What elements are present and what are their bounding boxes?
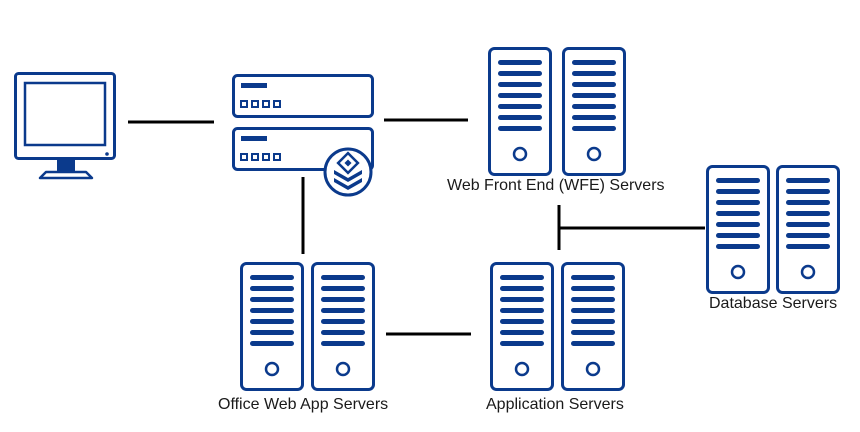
wfe-servers-label: Web Front End (WFE) Servers [447,177,665,194]
server-tower-icon [490,262,554,391]
server-tower-icon [240,262,304,391]
server-tower-icon [562,47,626,176]
database-servers-label: Database Servers [709,295,838,312]
office-web-app-servers [240,262,375,391]
server-tower-icon [561,262,625,391]
application-servers [490,262,625,391]
database-servers [706,165,840,294]
wfe-servers [488,47,626,176]
server-tower-icon [776,165,840,294]
office-web-app-servers-label: Office Web App Servers [218,396,389,413]
application-servers-label: Application Servers [486,396,624,413]
server-tower-icon [706,165,770,294]
server-tower-icon [488,47,552,176]
layers-icon [323,147,373,197]
monitor-icon [14,72,116,180]
server-tower-icon [311,262,375,391]
connections [128,118,705,336]
